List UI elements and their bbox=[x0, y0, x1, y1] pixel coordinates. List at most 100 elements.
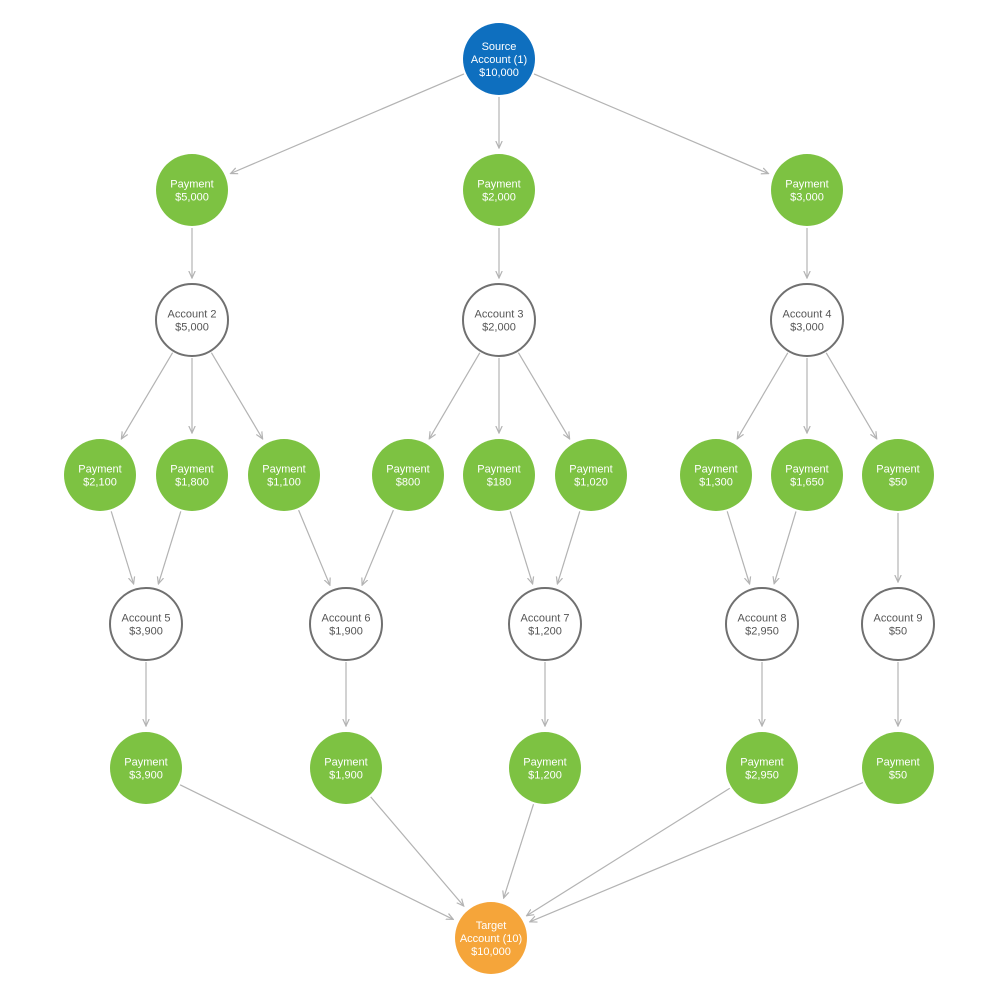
node-p16-circle bbox=[726, 732, 798, 804]
node-p10-label-1: $1,300 bbox=[699, 477, 733, 489]
node-a9-circle bbox=[861, 587, 935, 661]
node-source-circle bbox=[463, 23, 535, 95]
node-p13-label-1: $3,900 bbox=[129, 770, 163, 782]
node-a2: Account 2$5,000 bbox=[155, 283, 229, 357]
edge-p14-to-target bbox=[370, 796, 464, 906]
node-a5-label-0: Account 5 bbox=[122, 613, 171, 625]
node-source-label-0: Source bbox=[482, 41, 517, 53]
node-p2-circle bbox=[463, 154, 535, 226]
node-a8-label-0: Account 8 bbox=[738, 613, 787, 625]
node-a4: Account 4$3,000 bbox=[770, 283, 844, 357]
edge-a4-to-p12 bbox=[825, 352, 877, 439]
node-p7-label-1: $800 bbox=[396, 477, 420, 489]
node-p13-label-0: Payment bbox=[124, 757, 167, 769]
node-p10-label-0: Payment bbox=[694, 464, 737, 476]
node-p8-circle bbox=[463, 439, 535, 511]
edge-p8-to-a7 bbox=[509, 511, 532, 584]
edge-p9-to-a7 bbox=[557, 511, 581, 584]
node-p15-label-0: Payment bbox=[523, 757, 566, 769]
node-p12-label-1: $50 bbox=[889, 477, 907, 489]
node-p14: Payment$1,900 bbox=[310, 732, 382, 804]
node-p17-label-1: $50 bbox=[889, 770, 907, 782]
node-p9-label-1: $1,020 bbox=[574, 477, 608, 489]
node-p12-circle bbox=[862, 439, 934, 511]
node-p11: Payment$1,650 bbox=[771, 439, 843, 511]
node-p6-label-1: $1,100 bbox=[267, 477, 301, 489]
node-p1-label-0: Payment bbox=[170, 179, 213, 191]
node-source-label-1: Account (1) bbox=[471, 54, 527, 66]
node-p10-circle bbox=[680, 439, 752, 511]
node-p3: Payment$3,000 bbox=[771, 154, 843, 226]
node-target-circle bbox=[455, 902, 527, 974]
node-p12: Payment$50 bbox=[862, 439, 934, 511]
node-p4: Payment$2,100 bbox=[64, 439, 136, 511]
node-a3-label-1: $2,000 bbox=[482, 322, 516, 334]
node-p7-circle bbox=[372, 439, 444, 511]
node-p13-circle bbox=[110, 732, 182, 804]
node-p11-circle bbox=[771, 439, 843, 511]
node-source-label-2: $10,000 bbox=[479, 67, 519, 79]
node-p11-label-1: $1,650 bbox=[790, 477, 824, 489]
node-p7-label-0: Payment bbox=[386, 464, 429, 476]
node-p12-label-0: Payment bbox=[876, 464, 919, 476]
node-a7-label-0: Account 7 bbox=[521, 613, 570, 625]
edge-p5-to-a5 bbox=[158, 511, 182, 584]
node-p5-label-0: Payment bbox=[170, 464, 213, 476]
edge-a2-to-p6 bbox=[210, 352, 262, 439]
node-a9: Account 9$50 bbox=[861, 587, 935, 661]
node-p3-circle bbox=[771, 154, 843, 226]
node-target-label-1: Account (10) bbox=[460, 933, 522, 945]
edge-p11-to-a8 bbox=[774, 511, 797, 583]
node-p4-circle bbox=[64, 439, 136, 511]
edge-source-to-p3 bbox=[533, 73, 768, 174]
node-a6-label-1: $1,900 bbox=[329, 626, 363, 638]
node-a3-label-0: Account 3 bbox=[475, 309, 524, 321]
edge-a2-to-p4 bbox=[121, 352, 174, 439]
node-a4-label-0: Account 4 bbox=[783, 309, 832, 321]
node-a7-label-1: $1,200 bbox=[528, 626, 562, 638]
node-p11-label-0: Payment bbox=[785, 464, 828, 476]
node-a9-label-1: $50 bbox=[889, 626, 907, 638]
edge-p6-to-a6 bbox=[298, 509, 330, 585]
node-p1-label-1: $5,000 bbox=[175, 192, 209, 204]
edge-p16-to-target bbox=[527, 787, 731, 916]
node-target-label-2: $10,000 bbox=[471, 946, 511, 958]
node-p15: Payment$1,200 bbox=[509, 732, 581, 804]
node-p16: Payment$2,950 bbox=[726, 732, 798, 804]
node-p13: Payment$3,900 bbox=[110, 732, 182, 804]
node-a9-label-0: Account 9 bbox=[874, 613, 923, 625]
node-p10: Payment$1,300 bbox=[680, 439, 752, 511]
node-p1-circle bbox=[156, 154, 228, 226]
node-a2-circle bbox=[155, 283, 229, 357]
edge-p17-to-target bbox=[530, 782, 864, 922]
node-p17-circle bbox=[862, 732, 934, 804]
edge-p13-to-target bbox=[179, 784, 453, 920]
node-p16-label-1: $2,950 bbox=[745, 770, 779, 782]
edge-p4-to-a5 bbox=[110, 511, 133, 584]
node-p14-circle bbox=[310, 732, 382, 804]
node-a8: Account 8$2,950 bbox=[725, 587, 799, 661]
edge-p7-to-a6 bbox=[362, 509, 394, 585]
node-p2: Payment$2,000 bbox=[463, 154, 535, 226]
node-p3-label-0: Payment bbox=[785, 179, 828, 191]
node-a6: Account 6$1,900 bbox=[309, 587, 383, 661]
node-p2-label-0: Payment bbox=[477, 179, 520, 191]
node-a4-circle bbox=[770, 283, 844, 357]
node-a5: Account 5$3,900 bbox=[109, 587, 183, 661]
node-a2-label-1: $5,000 bbox=[175, 322, 209, 334]
node-p14-label-0: Payment bbox=[324, 757, 367, 769]
edge-a3-to-p7 bbox=[429, 352, 481, 439]
node-a6-label-0: Account 6 bbox=[322, 613, 371, 625]
node-p5-label-1: $1,800 bbox=[175, 477, 209, 489]
node-p2-label-1: $2,000 bbox=[482, 192, 516, 204]
node-target-label-0: Target bbox=[476, 920, 507, 932]
edge-a4-to-p10 bbox=[737, 352, 789, 439]
node-a7: Account 7$1,200 bbox=[508, 587, 582, 661]
node-a3: Account 3$2,000 bbox=[462, 283, 536, 357]
node-a8-label-1: $2,950 bbox=[745, 626, 779, 638]
node-p9-label-0: Payment bbox=[569, 464, 612, 476]
